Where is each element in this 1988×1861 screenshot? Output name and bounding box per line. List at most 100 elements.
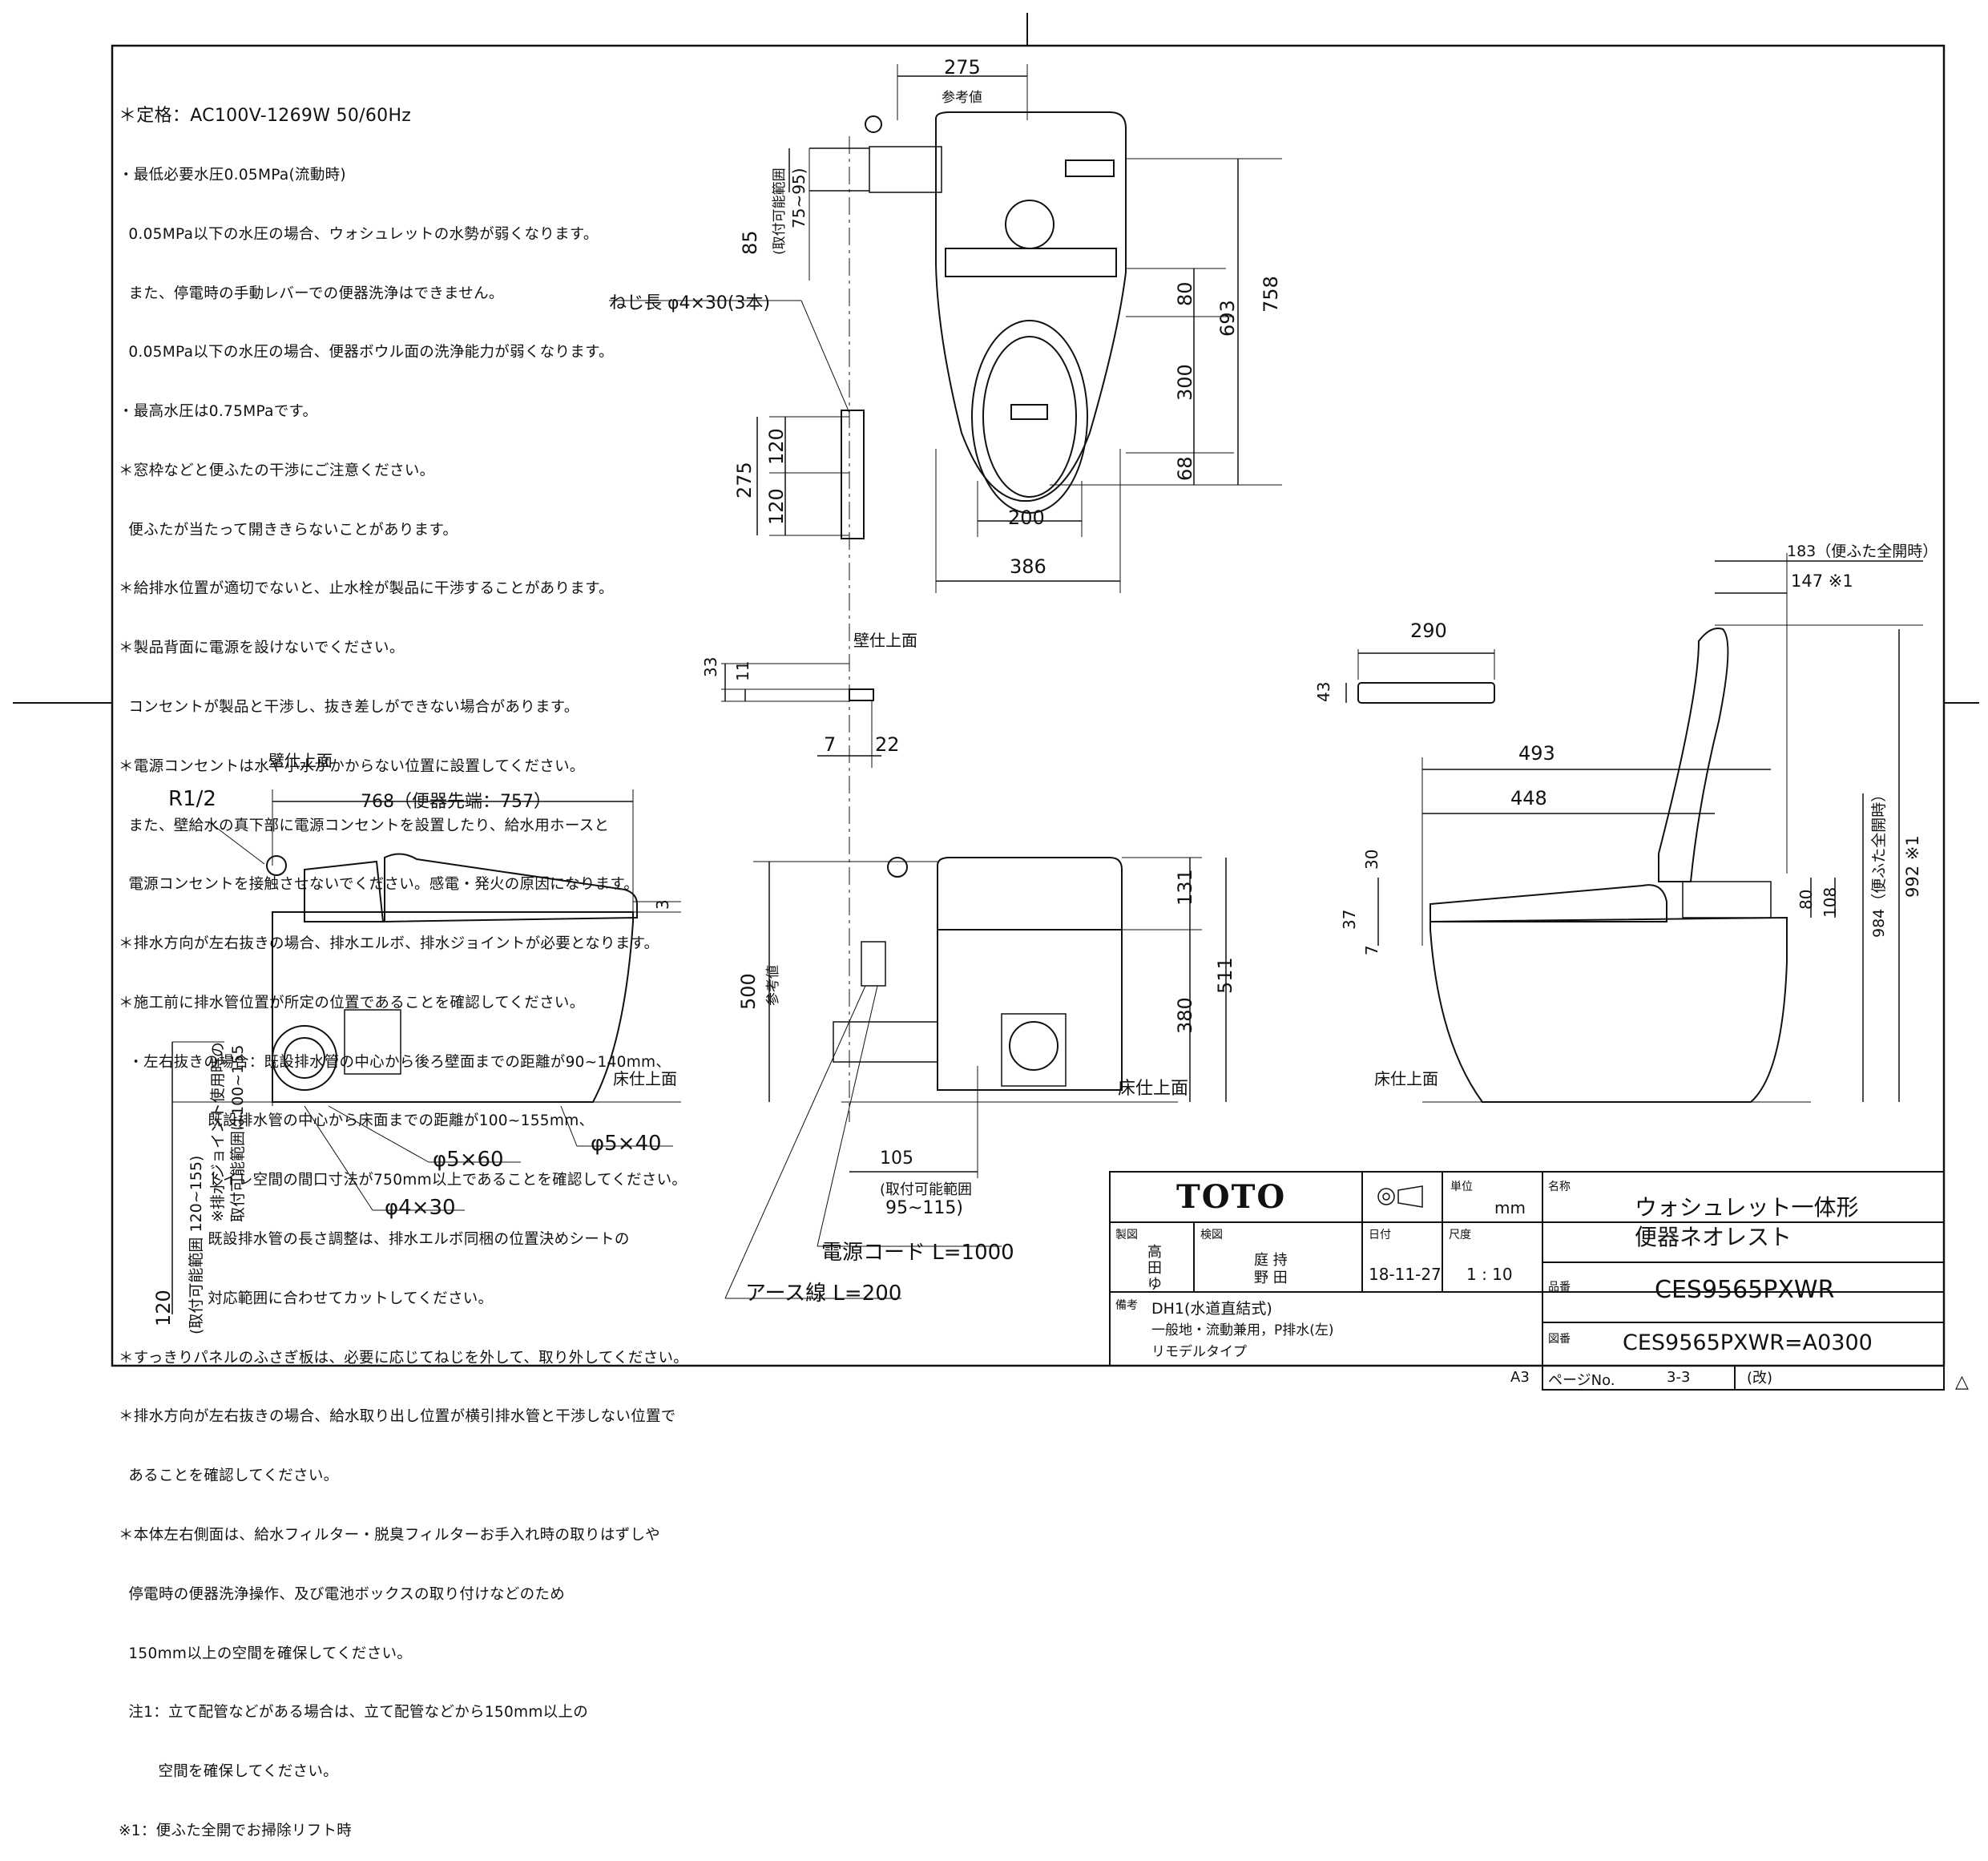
- note-line: あることを確認してください。: [119, 1467, 339, 1485]
- panel-dim-120a: 120: [765, 428, 788, 465]
- product-name-2: 便器ネオレスト: [1635, 1224, 1792, 1250]
- right-dim-493: 493: [1518, 742, 1555, 765]
- note-line: ＊排水方向が左右抜きの場合、給水取り出し位置が横引排水管と干渉しない位置で: [119, 1408, 676, 1426]
- top-dim-68: 68: [1174, 456, 1196, 481]
- bracket-dim-11: 11: [733, 660, 752, 681]
- left-dim-120: 120: [152, 1290, 175, 1326]
- front-view: [724, 857, 1227, 1299]
- date-label: 日付: [1369, 1229, 1391, 1241]
- remarks-line-1: DH1(水道直結式): [1151, 1300, 1272, 1318]
- note-line: ・最高水圧は0.75MPaです。: [119, 403, 318, 421]
- date-value: 18-11-27: [1369, 1265, 1442, 1284]
- remote-view: [1345, 649, 1495, 704]
- top-dim-300: 300: [1174, 364, 1196, 401]
- left-range-1: (取付可能範囲 120~155): [188, 1155, 205, 1334]
- note-line: ・左右抜きの場合：既設排水管の中心から後ろ壁面までの距離が90~140mm、: [119, 1053, 671, 1071]
- top-range-label: (取付可能範囲: [772, 168, 788, 255]
- right-dim-7: 7: [1362, 945, 1381, 955]
- note-line: コンセントが製品と干渉し、抜き差しができない場合があります。: [119, 699, 579, 716]
- scale-label: 尺度: [1449, 1229, 1471, 1241]
- scale-value: 1 : 10: [1466, 1265, 1513, 1284]
- part-number: CES9565PXWR: [1655, 1276, 1835, 1304]
- front-dim-511: 511: [1214, 957, 1236, 994]
- name-label: 名称: [1548, 1181, 1571, 1193]
- drawn-name-2: 田: [1147, 1260, 1162, 1277]
- note-line: ＊定格：AC100V-1269W 50/60Hz: [119, 106, 412, 127]
- drawing-sheet: [13, 13, 1979, 1391]
- top-dim-386: 386: [1010, 555, 1046, 578]
- drawn-name-3: ゆ: [1147, 1276, 1162, 1293]
- bracket-view: [721, 663, 881, 768]
- left-side-view: [171, 789, 681, 1314]
- brand-logo: TOTO: [1176, 1178, 1287, 1216]
- panel-dim-120b: 120: [765, 488, 788, 525]
- page-number: 3-3: [1667, 1369, 1691, 1386]
- front-dim-105: 105: [880, 1148, 913, 1169]
- note-line: また、壁給水の真下部に電源コンセントを設置したり、給水用ホースと: [119, 817, 610, 834]
- note-line: ※1：便ふた全開でお掃除リフト時: [119, 1822, 353, 1839]
- left-dim-3: 3: [653, 899, 672, 910]
- left-floor-label: 床仕上面: [613, 1069, 677, 1088]
- front-power-cord: 電源コード L=1000: [821, 1241, 1014, 1265]
- note-line: 既設排水管の長さ調整は、排水エルボ同梱の位置決めシートの: [119, 1231, 630, 1249]
- note-line: トイレ空間の間口寸法が750mm以上であることを確認してください。: [119, 1172, 688, 1189]
- revision: (改): [1747, 1370, 1773, 1387]
- panel-screw-note: ねじ長 φ4×30(3本): [609, 293, 771, 313]
- right-floor-label: 床仕上面: [1374, 1069, 1438, 1088]
- front-floor-label: 床仕上面: [1118, 1079, 1189, 1099]
- checked-label: 検図: [1200, 1229, 1223, 1241]
- drawn-label: 製図: [1115, 1229, 1138, 1241]
- top-range-value: 75~95): [789, 168, 809, 228]
- top-ref-value: 参考値: [942, 90, 982, 106]
- drawing-number: CES9565PXWR=A0300: [1623, 1330, 1873, 1355]
- part-label: 品番: [1548, 1281, 1571, 1294]
- page-label: ページNo.: [1548, 1372, 1615, 1389]
- left-r12-label: R1/2: [168, 787, 216, 811]
- right-dim-147: 147 ※1: [1791, 571, 1853, 591]
- right-dim-183: 183（便ふた全開時）: [1787, 543, 1938, 560]
- right-dim-108: 108: [1821, 886, 1840, 918]
- front-dim-380: 380: [1174, 997, 1196, 1034]
- unit-value: mm: [1494, 1198, 1526, 1217]
- panel-dim-275: 275: [733, 462, 756, 499]
- sheet-size: A3: [1510, 1369, 1530, 1386]
- bracket-wall-label: 壁仕上面: [853, 631, 917, 650]
- front-dim-131: 131: [1174, 869, 1196, 906]
- top-dim-758: 758: [1260, 276, 1282, 313]
- top-dim-85: 85: [739, 230, 761, 255]
- front-range-value: 95~115): [885, 1198, 964, 1218]
- note-line: ＊窓枠などと便ふたの干渉にご注意ください。: [119, 462, 435, 479]
- left-wall-label: 壁仕上面: [268, 751, 333, 770]
- left-range-2: ※排水ジョイント使用時の: [209, 1042, 227, 1222]
- note-line: ＊電源コンセントは水や小水がかからない位置に設置してください。: [119, 757, 585, 775]
- front-earth-wire: アース線 L=200: [745, 1282, 902, 1306]
- bracket-dim-33: 33: [701, 656, 720, 677]
- checked-name-1: 庭 持: [1254, 1252, 1288, 1269]
- note-line: ＊排水方向が左右抜きの場合、排水エルボ、排水ジョイントが必要となります。: [119, 935, 659, 953]
- top-view: [788, 64, 1282, 1122]
- note-line: 便ふたが当たって開ききらないことがあります。: [119, 521, 458, 539]
- note-line: 0.05MPa以下の水圧の場合、便器ボウル面の洗浄能力が弱くなります。: [119, 344, 614, 361]
- note-line: 注1：立て配管などがある場合は、立て配管などから150mm以上の: [119, 1704, 589, 1722]
- product-name-1: ウォシュレット一体形: [1635, 1194, 1859, 1221]
- front-ref-value: 参考値: [765, 965, 781, 1006]
- right-dim-448: 448: [1510, 787, 1547, 809]
- note-line: ＊すっきりパネルのふさぎ板は、必要に応じてねじを外して、取り外してください。: [119, 1349, 689, 1366]
- right-side-view: [1377, 553, 1923, 1103]
- note-line: 既設排水管の中心から床面までの距離が100~155mm、: [119, 1112, 595, 1130]
- left-range-3: 取付可能範囲は100~155: [229, 1044, 247, 1222]
- remarks-line-2: 一般地・流動兼用，P排水(左): [1151, 1322, 1334, 1338]
- top-dim-693: 693: [1216, 300, 1239, 337]
- left-phi560: φ5×60: [433, 1148, 504, 1172]
- top-dim-80: 80: [1174, 281, 1196, 306]
- front-range-label: (取付可能範囲: [880, 1181, 973, 1198]
- remarks-line-3: リモデルタイプ: [1151, 1344, 1247, 1360]
- note-line: 150mm以上の空間を確保してください。: [119, 1645, 413, 1662]
- top-dim-200: 200: [1008, 507, 1045, 529]
- left-phi430: φ4×30: [385, 1196, 456, 1220]
- corner-triangle: △: [1955, 1372, 1969, 1392]
- right-dim-30: 30: [1362, 849, 1381, 870]
- panel-view: [609, 300, 865, 539]
- checked-name-2: 野 田: [1254, 1270, 1288, 1286]
- note-line: また、停電時の手動レバーでの便器洗浄はできません。: [119, 285, 504, 302]
